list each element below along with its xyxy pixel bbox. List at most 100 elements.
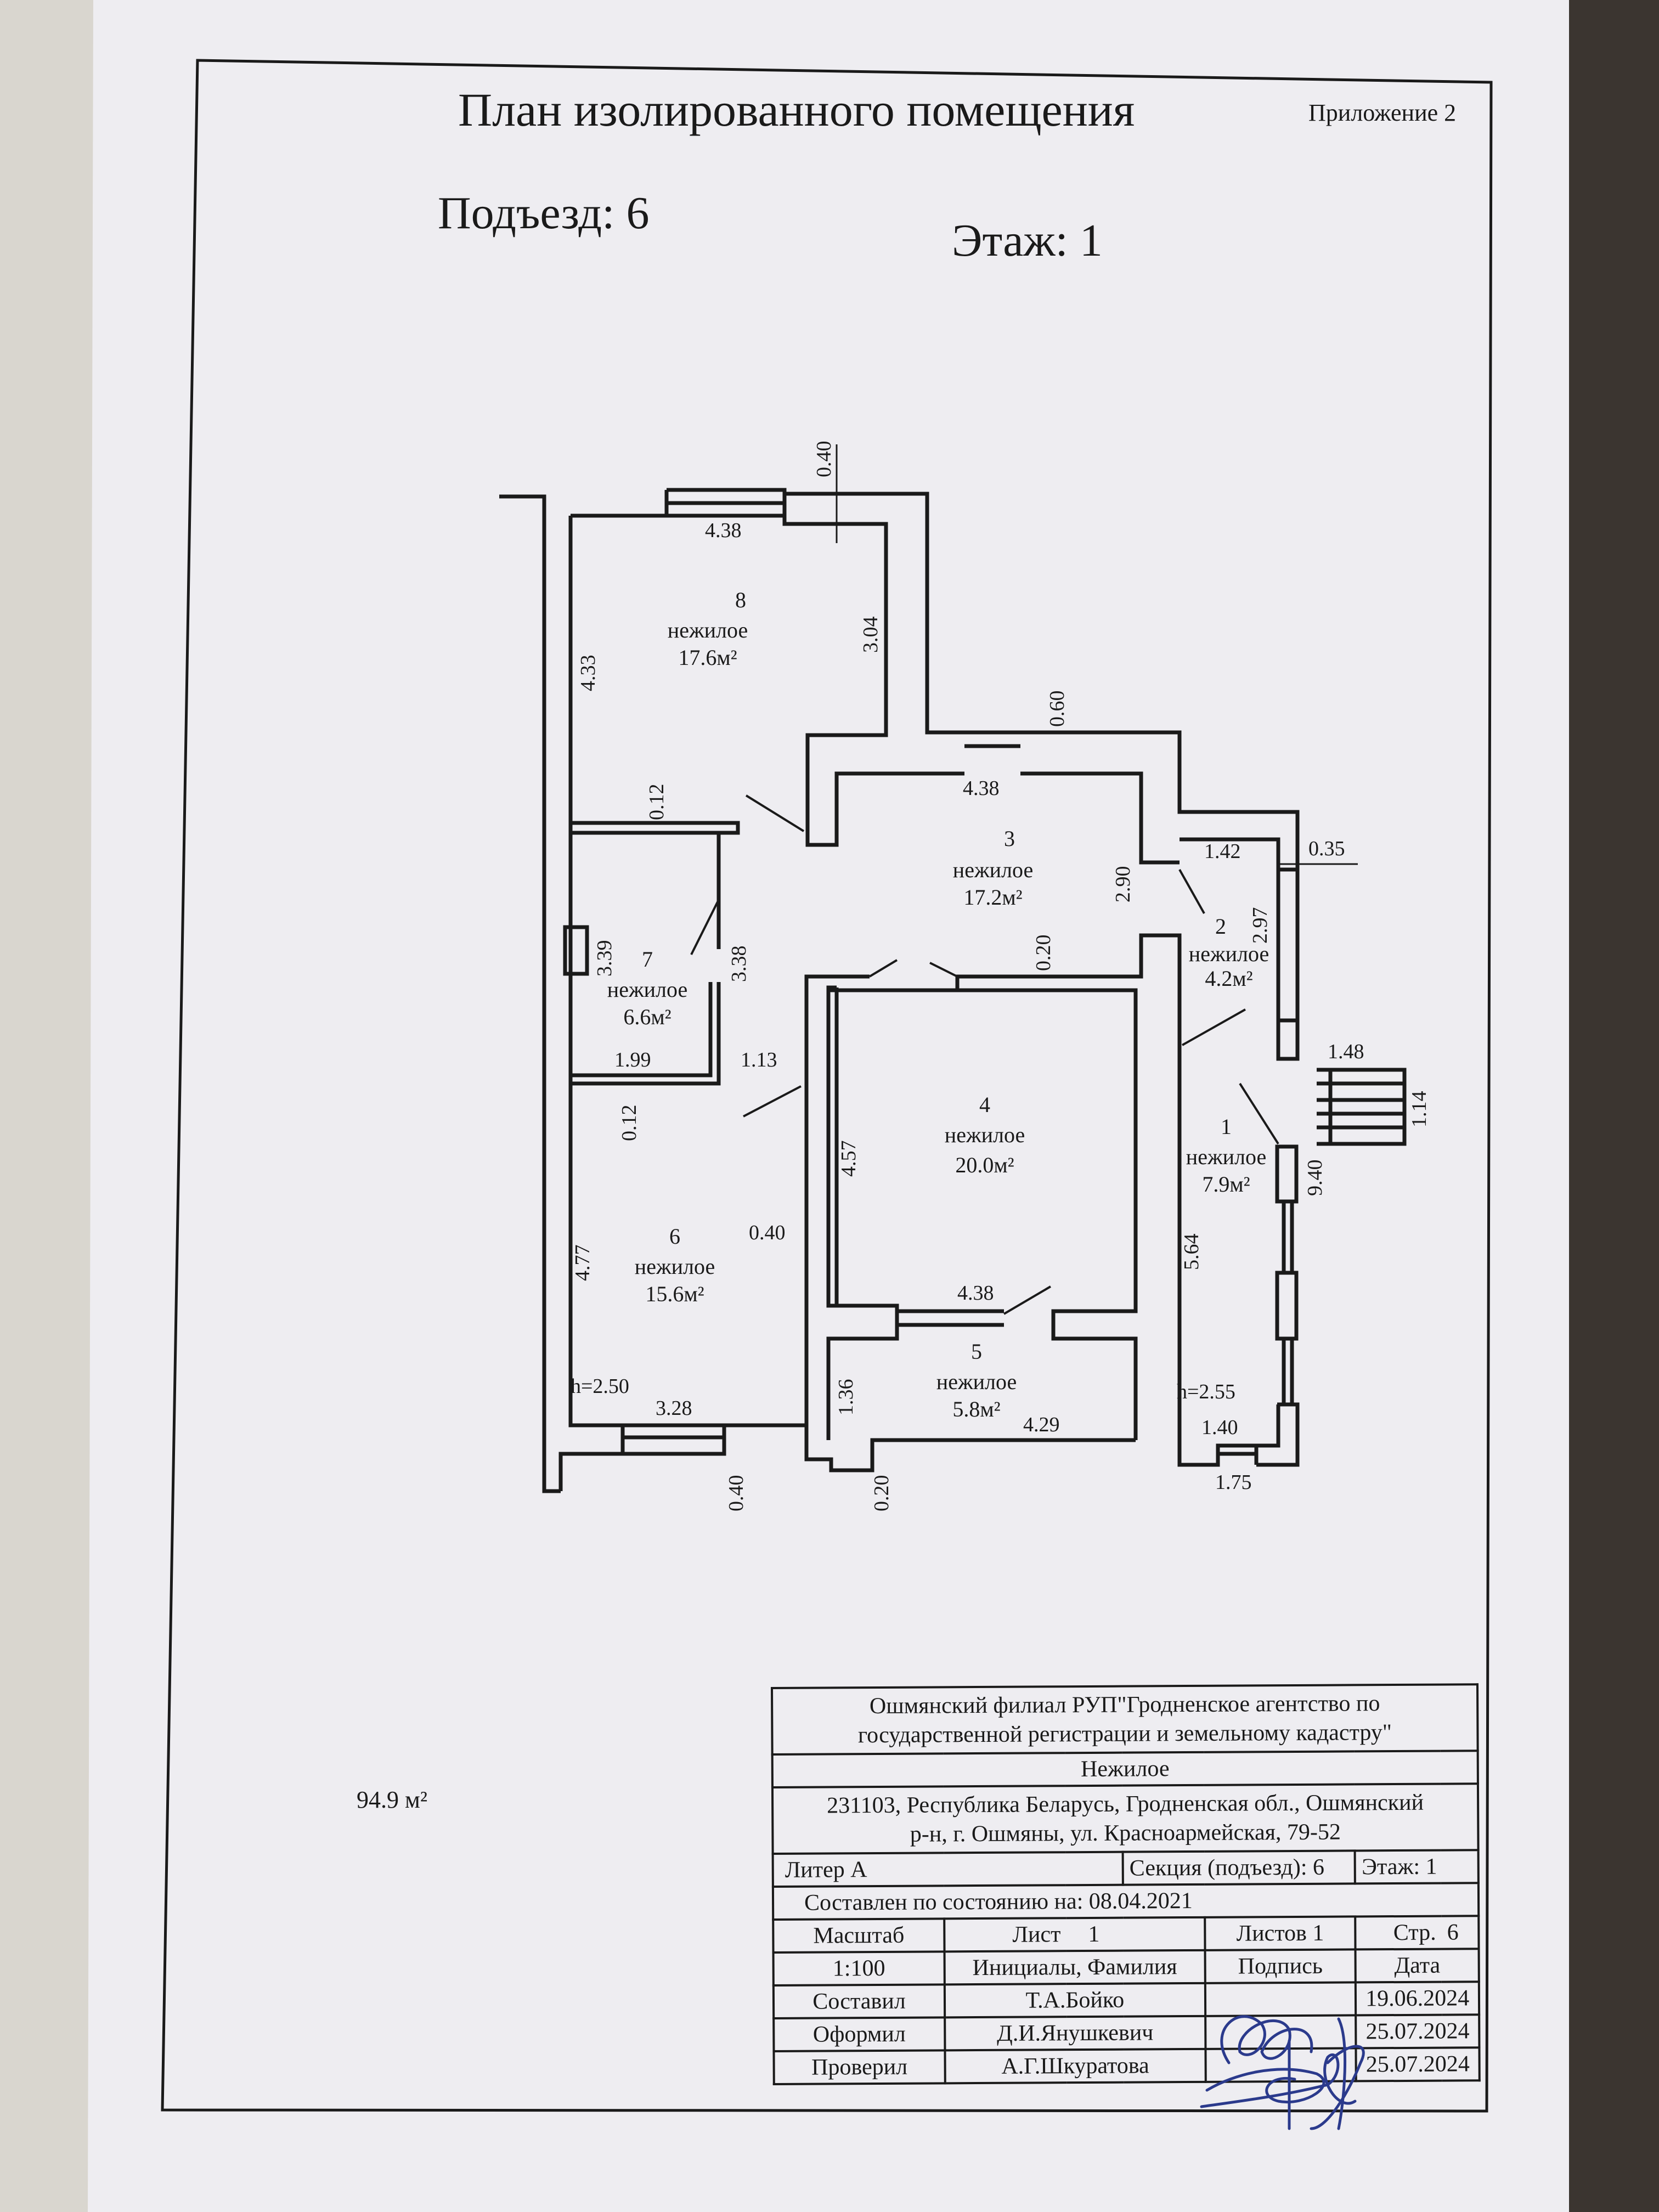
sheet-label: Лист xyxy=(944,1918,1066,1952)
dim-label: 4.38 xyxy=(963,777,1000,800)
room-3-area: 17.2м² xyxy=(963,885,1023,910)
dim-label: 3.04 xyxy=(859,616,882,653)
org-row: Ошмянский филиал РУП"Гродненское агентст… xyxy=(772,1684,1478,1754)
page-title: План изолированного помещения xyxy=(458,83,1135,136)
title-block: Ошмянский филиал РУП"Гродненское агентст… xyxy=(771,1683,1481,2085)
room-5-area: 5.8м² xyxy=(952,1397,1001,1421)
floor-label: Этаж: 1 xyxy=(952,215,1103,266)
room-1-number: 1 xyxy=(1221,1114,1232,1139)
room-1-type: нежилое xyxy=(1186,1144,1267,1169)
signer-role: Оформил xyxy=(774,2017,945,2051)
dim-label: 1.42 xyxy=(1204,840,1241,863)
dim-label: 0.60 xyxy=(1046,690,1069,727)
dim-label: 3.28 xyxy=(656,1397,692,1420)
room-7-number: 7 xyxy=(642,947,653,972)
signer-role: Составил xyxy=(773,1984,945,2018)
signer-signature xyxy=(1205,1982,1356,2016)
dim-label: 4.29 xyxy=(1023,1413,1060,1436)
signer-row: Составил Т.А.Бойко 19.06.2024 xyxy=(773,1982,1480,2018)
room-5-number: 5 xyxy=(971,1339,982,1364)
dim-label: 1.13 xyxy=(741,1048,777,1071)
room-7-type: нежилое xyxy=(607,977,688,1002)
dim-label: 0.40 xyxy=(812,441,836,478)
room-4-area: 20.0м² xyxy=(955,1153,1014,1177)
signer-name: Т.А.Бойко xyxy=(944,1983,1206,2018)
dim-label: 1.14 xyxy=(1408,1091,1431,1128)
plan-walls xyxy=(499,488,1407,1493)
names-label: Инициалы, Фамилия xyxy=(944,1950,1205,1985)
date-label: Дата xyxy=(1355,1949,1479,1983)
dim-label: 4.33 xyxy=(577,654,600,692)
room-6-type: нежилое xyxy=(634,1254,715,1279)
room-6-number: 6 xyxy=(669,1224,680,1249)
dim-label: 0.12 xyxy=(645,783,668,821)
signer-date: 19.06.2024 xyxy=(1356,1982,1480,2016)
dim-label: 0.20 xyxy=(1032,934,1055,972)
floor-cell: Этаж: 1 xyxy=(1355,1850,1479,1884)
dim-label: 4.38 xyxy=(705,519,742,542)
signer-name: Д.И.Янушкевич xyxy=(945,2016,1206,2051)
signer-role: Проверил xyxy=(774,2050,945,2084)
dim-label: 0.20 xyxy=(870,1475,893,1512)
dim-label: 0.35 xyxy=(1308,837,1345,860)
dim-label: 3.38 xyxy=(727,945,751,983)
address-line-2: р-н, г. Ошмяны, ул. Красноармейская, 79-… xyxy=(910,1819,1341,1847)
dim-label: 1.48 xyxy=(1328,1040,1364,1063)
entrance-label: Подъезд: 6 xyxy=(438,188,650,239)
signer-name: А.Г.Шкуратова xyxy=(945,2049,1206,2084)
sheets-label: Листов 1 xyxy=(1205,1916,1356,1950)
dim-label: 2.90 xyxy=(1111,866,1135,903)
org-line-1: Ошмянский филиал РУП"Гродненское агентст… xyxy=(869,1691,1380,1719)
page-value: 6 xyxy=(1441,1916,1479,1949)
dim-label: 2.97 xyxy=(1249,907,1272,944)
signer-signature xyxy=(1205,2015,1356,2049)
dim-label: 0.12 xyxy=(618,1104,641,1142)
section-cell: Секция (подъезд): 6 xyxy=(1122,1850,1356,1885)
room-6-area: 15.6м² xyxy=(645,1282,704,1306)
address-cell: 231103, Республика Беларусь, Гродненская… xyxy=(772,1784,1479,1854)
signature-label: Подпись xyxy=(1205,1949,1356,1983)
dim-label: 3.39 xyxy=(593,940,616,977)
org-line-2: государственной регистрации и земельному… xyxy=(857,1719,1392,1748)
room-3-number: 3 xyxy=(1004,826,1015,851)
org-cell: Ошмянский филиал РУП"Гродненское агентст… xyxy=(772,1684,1478,1754)
dim-label: 5.64 xyxy=(1180,1233,1203,1271)
total-area: 94.9 м² xyxy=(357,1786,428,1813)
room-8-number: 8 xyxy=(735,588,746,612)
dim-label: 1.40 xyxy=(1201,1416,1238,1439)
room-2-type: нежилое xyxy=(1188,941,1269,966)
dim-label: 0.40 xyxy=(725,1475,748,1512)
signer-row: Оформил Д.И.Янушкевич 25.07.2024 xyxy=(774,2015,1480,2051)
room-4-type: нежилое xyxy=(944,1122,1025,1147)
dim-label: 4.57 xyxy=(837,1140,860,1177)
sheet-value: 1 xyxy=(1066,1917,1205,1951)
paper-sheet xyxy=(88,0,1575,2212)
dim-label: 1.36 xyxy=(834,1379,857,1416)
table-edge xyxy=(1569,0,1659,2212)
room-5-type: нежилое xyxy=(936,1369,1017,1394)
litera-cell: Литер А xyxy=(772,1852,1123,1887)
sheet-frame xyxy=(161,59,1493,2113)
door-swings xyxy=(690,794,1279,1315)
dim-label: 1.75 xyxy=(1215,1471,1252,1494)
dim-label: h=2.50 xyxy=(571,1375,629,1398)
room-2-area: 4.2м² xyxy=(1205,966,1253,991)
dim-label: 4.77 xyxy=(571,1244,594,1282)
page-label: Стр. xyxy=(1355,1916,1442,1950)
purpose-cell: Нежилое xyxy=(772,1751,1478,1787)
scale-value: 1:100 xyxy=(773,1951,945,1985)
room-1-area: 7.9м² xyxy=(1202,1172,1250,1197)
dim-label: h=2.55 xyxy=(1177,1380,1235,1403)
dim-label: 4.38 xyxy=(957,1282,994,1305)
signer-signature xyxy=(1205,2048,1357,2082)
dim-label: 0.40 xyxy=(749,1221,786,1244)
appendix-label: Приложение 2 xyxy=(1308,99,1457,126)
room-7-area: 6.6м² xyxy=(623,1005,672,1029)
room-4-number: 4 xyxy=(979,1092,990,1117)
signer-date: 25.07.2024 xyxy=(1356,2015,1480,2049)
room-8-type: нежилое xyxy=(667,618,748,642)
signer-date: 25.07.2024 xyxy=(1356,2047,1480,2081)
